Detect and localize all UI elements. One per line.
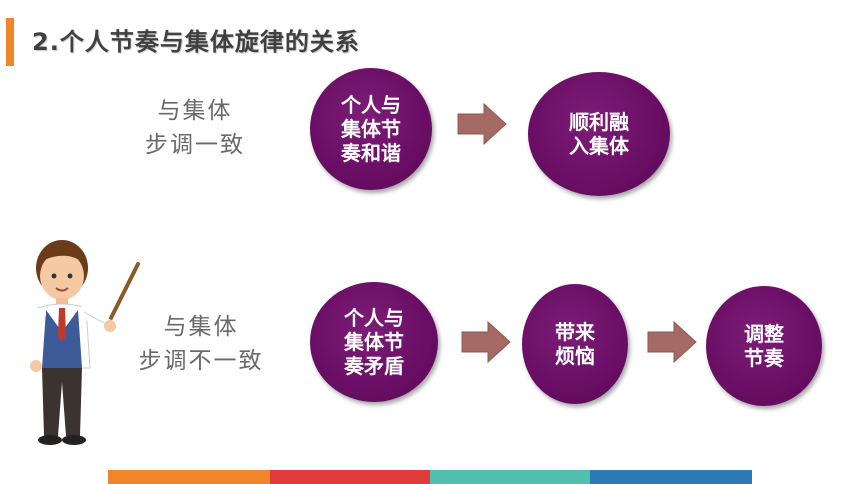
node-trouble-text: 带来 烦恼 <box>555 320 595 368</box>
footer-stripe-red <box>270 470 430 484</box>
node-harmony: 个人与 集体节 奏和谐 <box>310 68 432 190</box>
footer-stripe-orange <box>108 470 270 484</box>
row1-label: 与集体 步调一致 <box>140 94 250 162</box>
node-trouble: 带来 烦恼 <box>522 284 628 404</box>
node-harmony-text: 个人与 集体节 奏和谐 <box>341 93 401 165</box>
node-integrate: 顺利融 入集体 <box>528 72 670 196</box>
right-arrow-icon <box>457 102 507 146</box>
right-arrow-icon <box>461 320 511 364</box>
row1-label-line2: 步调一致 <box>145 132 245 158</box>
node-conflict: 个人与 集体节 奏矛盾 <box>310 282 438 402</box>
footer-stripe-teal <box>430 470 590 484</box>
node-integrate-text: 顺利融 入集体 <box>569 110 629 158</box>
page-title: 2.个人节奏与集体旋律的关系 <box>32 28 360 56</box>
teacher-with-pointer-illustration <box>27 240 140 445</box>
node-conflict-text: 个人与 集体节 奏矛盾 <box>344 306 404 378</box>
node-adjust: 调整 节奏 <box>706 286 822 406</box>
row1-label-line1: 与集体 <box>157 98 233 124</box>
title-accent-bar <box>6 18 14 66</box>
right-arrow-icon <box>647 320 697 364</box>
row2-label-line2: 步调不一致 <box>138 348 264 374</box>
node-adjust-text: 调整 节奏 <box>744 322 784 370</box>
row2-label: 与集体 步调不一致 <box>130 310 272 378</box>
footer-stripe-blue <box>590 470 752 484</box>
row2-label-line1: 与集体 <box>163 314 239 340</box>
